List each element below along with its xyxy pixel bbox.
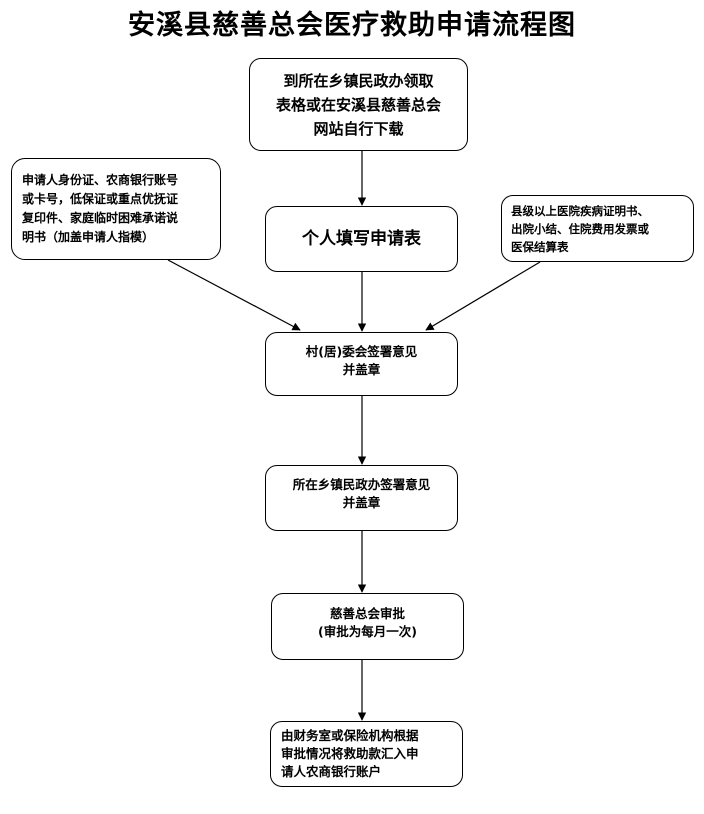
- step-fund-transfer-text: 由财务室或保险机构根据 审批情况将救助款汇入申 请人农商银行账户: [281, 728, 419, 779]
- note-hospital-documents-text: 县级以上医院疾病证明书、 出院小结、住院费用发票或 医保结算表: [511, 203, 649, 254]
- step-village-committee-text: 村(居)委会签署意见 并盖章: [305, 344, 418, 377]
- step-village-committee: 村(居)委会签署意见 并盖章: [265, 332, 458, 396]
- step-township-office-text: 所在乡镇民政办签署意见 并盖章: [292, 477, 431, 510]
- step-charity-approval-text: 慈善总会审批 (审批为每月一次): [318, 606, 417, 639]
- note-applicant-documents-text: 申请人身份证、农商银行账号 或卡号，低保证或重点优抚证 复印件、家庭临时困难承诺…: [22, 173, 179, 244]
- step-fill-application: 个人填写申请表: [265, 206, 458, 272]
- note-hospital-documents: 县级以上医院疾病证明书、 出院小结、住院费用发票或 医保结算表: [501, 195, 694, 262]
- step-obtain-form-text: 到所在乡镇民政办领取 表格或在安溪县慈善总会 网站自行下载: [275, 71, 441, 138]
- step-fill-application-text: 个人填写申请表: [302, 229, 421, 249]
- page-title: 安溪县慈善总会医疗救助申请流程图: [128, 10, 576, 41]
- step-township-office: 所在乡镇民政办签署意见 并盖章: [265, 465, 458, 531]
- step-fund-transfer: 由财务室或保险机构根据 审批情况将救助款汇入申 请人农商银行账户: [270, 721, 463, 787]
- arrow-left-note-to-step3: [167, 259, 301, 331]
- arrow-right-note-to-step3: [425, 261, 541, 331]
- step-obtain-form: 到所在乡镇民政办领取 表格或在安溪县慈善总会 网站自行下载: [249, 58, 468, 151]
- step-charity-approval: 慈善总会审批 (审批为每月一次): [271, 593, 464, 660]
- note-applicant-documents: 申请人身份证、农商银行账号 或卡号，低保证或重点优抚证 复印件、家庭临时困难承诺…: [11, 158, 221, 260]
